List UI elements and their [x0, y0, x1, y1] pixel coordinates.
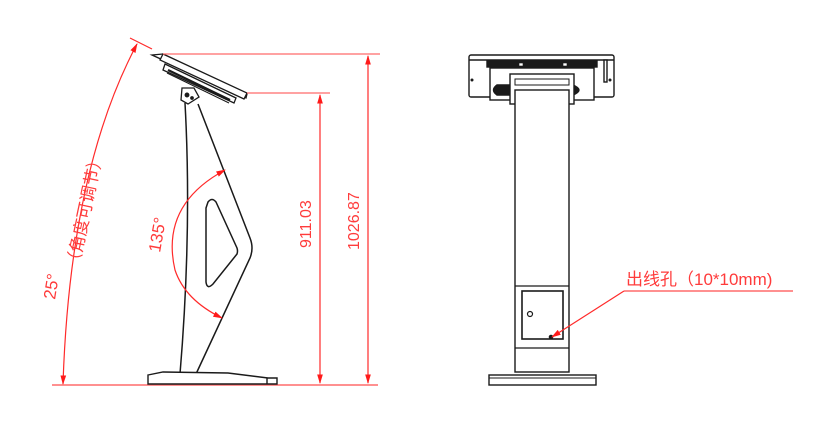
side-button — [603, 59, 608, 83]
tablet-top-bar — [486, 60, 598, 68]
tilt-hinge — [180, 87, 200, 105]
base-plate — [147, 371, 278, 385]
bend-angle-arc — [171, 169, 226, 319]
cable-hole-label: 出线孔（10*10mm) — [626, 270, 772, 289]
bracket-left-lobe — [492, 84, 513, 96]
stand-front-edge — [195, 103, 253, 375]
stand-column-side — [179, 102, 253, 375]
tilt-extension-line — [129, 37, 153, 50]
tilt-angle-label: 25° — [40, 272, 63, 300]
base-plate-side — [147, 371, 278, 385]
side-view: 25° （角度可调节） 135° — [40, 37, 380, 386]
tilt-angle-arc — [60, 43, 138, 385]
stand-rear-edge — [179, 102, 189, 375]
tilt-angle-dimension: 25° （角度可调节） — [40, 37, 153, 385]
door-lock — [526, 310, 534, 318]
height-dimension-911: 911.03 — [298, 94, 323, 384]
cable-hole-callout: 出线孔（10*10mm) — [551, 270, 793, 338]
bend-angle-label: 135° — [145, 216, 170, 254]
height-to-screen-lower: 911.03 — [298, 200, 315, 248]
tablet-head-side — [149, 53, 248, 105]
tilt-angle-note: （角度可调节） — [63, 150, 106, 270]
base-plate-front — [488, 374, 597, 386]
height-dimension-1026: 1026.87 — [346, 55, 371, 384]
stand-cutout — [205, 198, 239, 288]
front-view — [468, 54, 615, 386]
callout-leader — [551, 290, 625, 338]
height-total: 1026.87 — [346, 192, 363, 250]
